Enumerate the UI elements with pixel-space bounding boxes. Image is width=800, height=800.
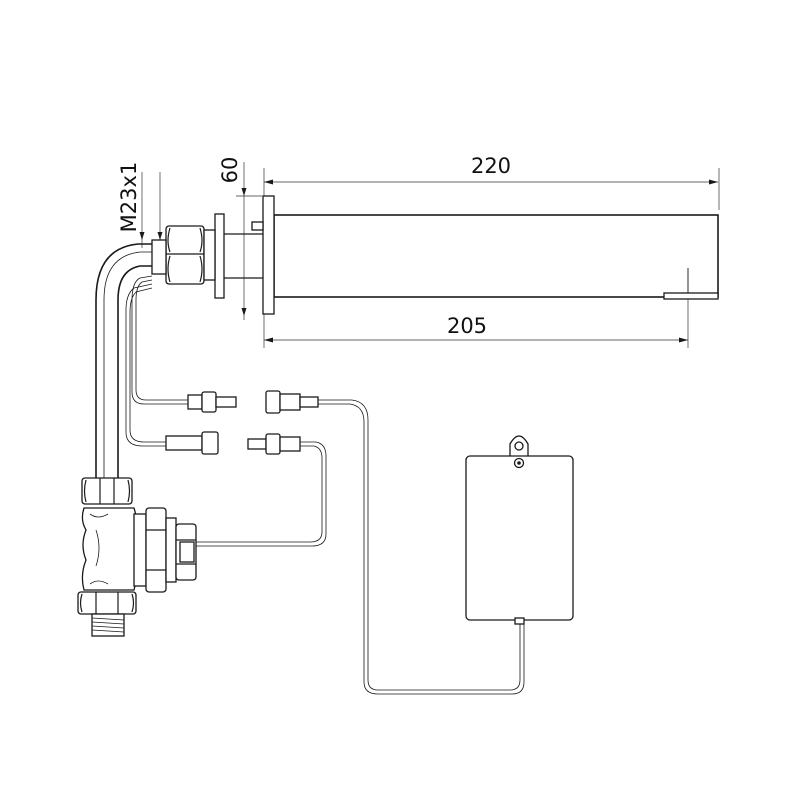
dimension-220-label: 220 bbox=[471, 154, 511, 178]
supply-pipe bbox=[95, 243, 152, 480]
connector-upper-left bbox=[187, 391, 237, 413]
sensor-cables bbox=[125, 275, 188, 447]
dimension-60-label: 60 bbox=[218, 157, 242, 184]
connector-lower-left bbox=[165, 431, 219, 455]
dimension-220: 220 bbox=[263, 154, 720, 210]
cable-to-control-box bbox=[318, 399, 525, 695]
valve-assembly bbox=[77, 477, 197, 637]
dimension-60: 60 bbox=[218, 157, 262, 320]
dimension-thread-label: M23x1 bbox=[117, 162, 141, 233]
control-box bbox=[465, 435, 574, 625]
spout bbox=[214, 195, 719, 315]
connector-lower-right bbox=[247, 433, 301, 455]
upper-nut-assembly bbox=[151, 225, 216, 285]
dimension-thread: M23x1 bbox=[117, 162, 163, 248]
cable-to-valve bbox=[196, 441, 327, 547]
dimension-205-label: 205 bbox=[447, 314, 487, 338]
dimension-205: 205 bbox=[263, 268, 689, 348]
connector-upper-right bbox=[265, 390, 319, 414]
